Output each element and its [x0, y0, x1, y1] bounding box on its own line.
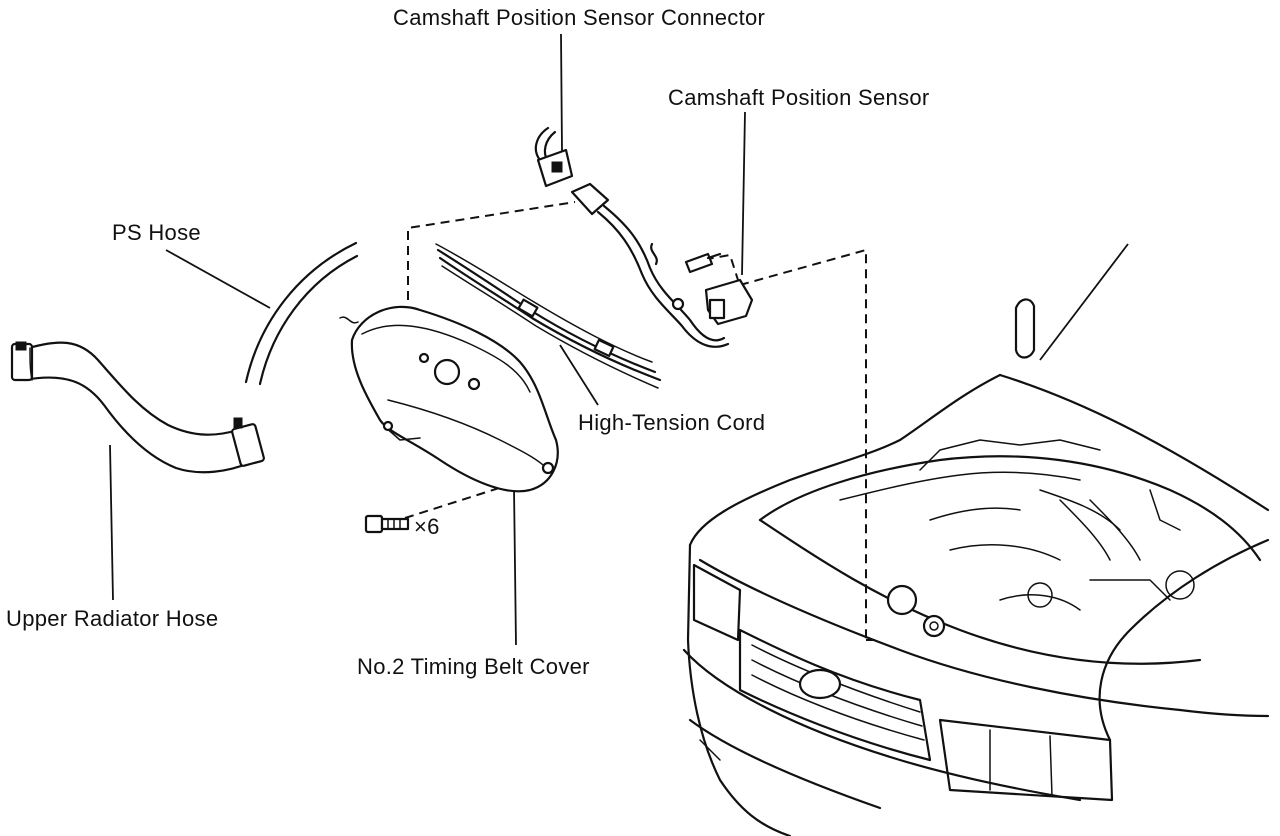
- bolt-icon: [364, 514, 410, 534]
- label-camshaft-position-sensor-connector: Camshaft Position Sensor Connector: [393, 5, 765, 30]
- label-bolt-quantity: ×6: [414, 514, 440, 539]
- label-high-tension-cord: High-Tension Cord: [578, 410, 765, 435]
- leader-lines: [109, 33, 1129, 646]
- upper-radiator-hose: [10, 341, 265, 474]
- label-ps-hose: PS Hose: [112, 220, 201, 245]
- ps-hose: [244, 241, 359, 386]
- label-no2-timing-belt-cover: No.2 Timing Belt Cover: [357, 654, 590, 679]
- no2-timing-belt-cover: [339, 305, 559, 493]
- vehicle-front-engine-bay: [682, 298, 1270, 836]
- high-tension-cord: [435, 243, 662, 389]
- label-camshaft-position-sensor: Camshaft Position Sensor: [668, 85, 930, 110]
- camshaft-position-sensor-connector: [534, 126, 574, 188]
- camshaft-position-sensor: [570, 182, 754, 348]
- label-upper-radiator-hose: Upper Radiator Hose: [6, 606, 218, 631]
